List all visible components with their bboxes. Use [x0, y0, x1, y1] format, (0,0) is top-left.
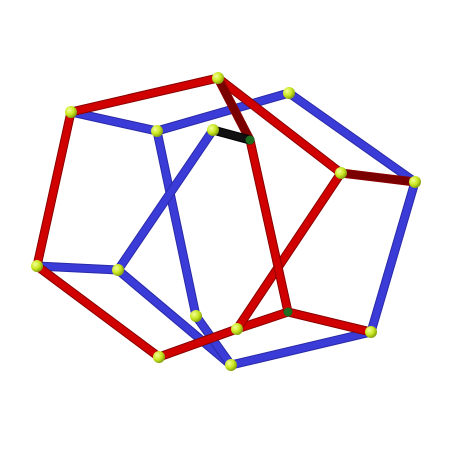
vertex-layer	[31, 72, 421, 371]
edge-M-N	[284, 308, 375, 336]
vertex-G	[335, 167, 347, 179]
edge-C-H	[285, 89, 419, 186]
vertex-H	[409, 176, 421, 188]
vertex-E	[207, 124, 219, 136]
edge-P-N	[227, 328, 375, 369]
edge-N-H	[367, 178, 419, 336]
edge-I-O	[33, 262, 163, 361]
edge-D-C	[153, 89, 293, 135]
edge-E-F	[209, 126, 254, 144]
vertex-N	[365, 326, 377, 338]
vertex-K	[190, 310, 202, 322]
vertex-L	[231, 323, 243, 335]
edge-B-F	[214, 74, 254, 144]
edge-E-J	[114, 126, 217, 274]
vertex-P	[225, 359, 237, 371]
edge-A-D	[67, 108, 161, 135]
vertex-F	[245, 135, 255, 145]
edge-layer	[32, 73, 420, 370]
edge-J-P	[114, 266, 235, 369]
edge-D-K	[153, 127, 200, 320]
vertex-D	[151, 125, 163, 137]
edge-B-G	[214, 74, 345, 177]
vertex-M	[283, 307, 293, 317]
edge-O-L	[155, 325, 241, 361]
vertex-A	[65, 106, 77, 118]
edge-F-M	[246, 136, 292, 316]
edge-A-I	[33, 108, 75, 270]
edge-I-J	[33, 262, 122, 274]
vertex-B	[212, 72, 224, 84]
vertex-O	[153, 351, 165, 363]
edge-L-G	[233, 169, 345, 333]
vertex-I	[31, 260, 43, 272]
vertex-C	[283, 87, 295, 99]
edge-A-B	[67, 74, 222, 116]
edge-G-H	[337, 169, 419, 186]
vertex-J	[112, 264, 124, 276]
edge-L-M	[233, 308, 292, 333]
